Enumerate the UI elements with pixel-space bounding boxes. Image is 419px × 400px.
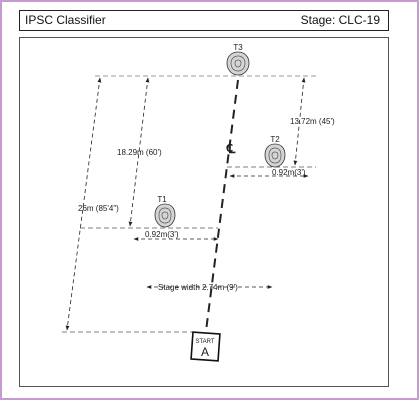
- start-position-box: [190, 331, 221, 362]
- stage-code: Stage: CLC-19: [300, 13, 380, 27]
- start-letter: A: [201, 345, 209, 359]
- header-box: [19, 10, 389, 31]
- start-label: START: [195, 339, 214, 345]
- document-title: IPSC Classifier: [25, 13, 106, 27]
- stage-centerline: [205, 79, 239, 332]
- dimension-label-18m: 18.29m (60'): [117, 148, 162, 157]
- centerline-symbol: ℄: [226, 141, 236, 156]
- target-label-t1: T1: [157, 195, 167, 204]
- dimension-label-stage-width: Stage width 2.74m (9'): [158, 283, 238, 292]
- dimension-line-13m: [293, 77, 306, 166]
- dimension-label-26m: 26m (85'4"): [78, 204, 119, 213]
- target-t1: [154, 203, 176, 228]
- dimension-line-26m: [65, 77, 102, 331]
- target-t2: [264, 143, 286, 168]
- target-label-t3: T3: [233, 43, 243, 52]
- target-t3: [226, 51, 250, 76]
- dimension-line-18m: [128, 77, 150, 227]
- dimension-label-13m: 13.72m (45'): [290, 117, 335, 126]
- diagram-frame: [19, 37, 389, 387]
- target-label-t2: T2: [270, 135, 280, 144]
- dimension-label-t2-offset: 0.92m(3'): [272, 168, 306, 177]
- dimension-label-t1-offset: 0.92m(3'): [145, 230, 179, 239]
